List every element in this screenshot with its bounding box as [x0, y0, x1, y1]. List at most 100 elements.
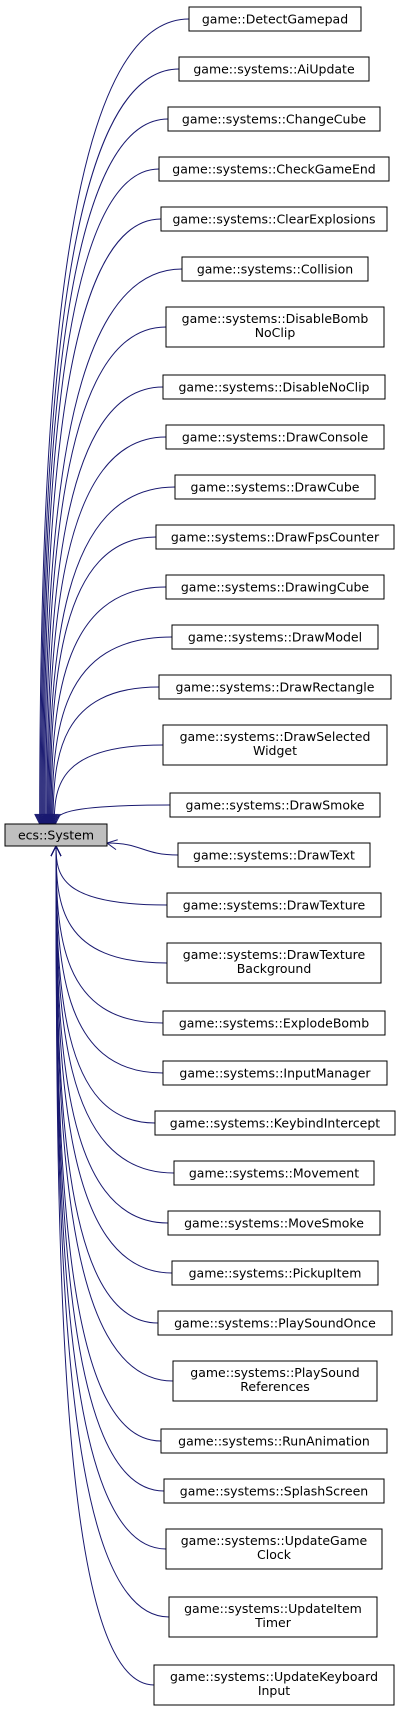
- node-draw-text[interactable]: game::systems::DrawText: [177, 842, 371, 868]
- node-draw-model[interactable]: game::systems::DrawModel: [171, 624, 379, 650]
- node-draw-fps-counter[interactable]: game::systems::DrawFpsCounter: [155, 524, 395, 550]
- node-box: [177, 842, 371, 868]
- node-box: [167, 1210, 381, 1236]
- node-label: References: [240, 1379, 309, 1394]
- node-pickup-item[interactable]: game::systems::PickupItem: [171, 1260, 379, 1286]
- node-box: [162, 1010, 386, 1036]
- node-box: [172, 1360, 378, 1402]
- root-node-box: [4, 823, 108, 847]
- node-label: game::systems::DrawCube: [191, 480, 360, 495]
- node-box: [168, 1596, 378, 1638]
- node-label: game::systems::Collision: [197, 262, 353, 277]
- node-run-animation[interactable]: game::systems::RunAnimation: [160, 1428, 388, 1454]
- edge-draw-model: [51, 636, 173, 825]
- node-label: game::systems::DrawSelected: [180, 729, 371, 744]
- node-check-game-end[interactable]: game::systems::CheckGameEnd: [158, 156, 390, 182]
- node-label: game::systems::DrawTexture: [183, 947, 366, 962]
- node-drawing-cube[interactable]: game::systems::DrawingCube: [165, 574, 385, 600]
- node-move-smoke[interactable]: game::systems::MoveSmoke: [167, 1210, 381, 1236]
- node-label: game::systems::DrawText: [193, 848, 355, 863]
- node-label: game::systems::KeybindIntercept: [170, 1116, 380, 1131]
- edge-check-game-end: [42, 168, 160, 825]
- node-box: [162, 374, 386, 400]
- node-label: game::systems::PlaySound: [190, 1365, 359, 1380]
- node-draw-console[interactable]: game::systems::DrawConsole: [165, 424, 385, 450]
- node-label: NoClip: [255, 325, 296, 340]
- node-draw-texture[interactable]: game::systems::DrawTexture: [166, 892, 382, 918]
- edge-detect-gamepad: [39, 18, 190, 825]
- node-label: game::systems::DrawFpsCounter: [171, 530, 380, 545]
- node-box: [166, 892, 382, 918]
- arrowhead-draw-text: [105, 839, 118, 851]
- node-label: game::systems::DrawSmoke: [186, 798, 365, 813]
- node-keybind-intercept[interactable]: game::systems::KeybindIntercept: [154, 1110, 396, 1136]
- node-change-cube[interactable]: game::systems::ChangeCube: [167, 106, 381, 132]
- node-label: game::systems::DrawTexture: [183, 898, 366, 913]
- node-draw-rectangle[interactable]: game::systems::DrawRectangle: [158, 674, 392, 700]
- edge-drawing-cube: [50, 586, 167, 825]
- edge-disable-bomb-noclip: [45, 326, 167, 825]
- node-box: [169, 792, 381, 818]
- edge-explode-bomb: [55, 845, 164, 1024]
- node-box: [167, 106, 381, 132]
- node-label: game::systems::UpdateGame: [181, 1533, 368, 1548]
- node-draw-smoke[interactable]: game::systems::DrawSmoke: [169, 792, 381, 818]
- node-play-sound-once[interactable]: game::systems::PlaySoundOnce: [157, 1310, 393, 1336]
- edge-move-smoke: [55, 845, 169, 1224]
- node-label: game::systems::ChangeCube: [182, 112, 366, 127]
- edge-splash-screen: [55, 845, 165, 1492]
- node-box: [171, 624, 379, 650]
- node-label: game::systems::DrawModel: [188, 630, 362, 645]
- node-input-manager[interactable]: game::systems::InputManager: [162, 1060, 388, 1086]
- node-draw-cube[interactable]: game::systems::DrawCube: [174, 474, 376, 500]
- node-box: [173, 1160, 375, 1186]
- nodes-layer: game::DetectGamepadgame::systems::AiUpda…: [153, 6, 396, 1706]
- edge-draw-texture: [55, 845, 168, 906]
- node-label: game::systems::DrawConsole: [182, 430, 369, 445]
- node-box: [174, 474, 376, 500]
- node-label: game::systems::RunAnimation: [178, 1434, 370, 1449]
- node-explode-bomb[interactable]: game::systems::ExplodeBomb: [162, 1010, 386, 1036]
- node-label: Background: [237, 961, 312, 976]
- edge-keybind-intercept: [55, 845, 156, 1124]
- node-box: [155, 524, 395, 550]
- node-box: [178, 56, 370, 82]
- node-label: game::systems::DisableBomb: [182, 311, 369, 326]
- node-box: [165, 424, 385, 450]
- node-label: game::systems::UpdateItem: [184, 1601, 362, 1616]
- node-label: game::systems::PickupItem: [189, 1266, 362, 1281]
- node-splash-screen[interactable]: game::systems::SplashScreen: [163, 1478, 385, 1504]
- edge-draw-console: [47, 436, 167, 825]
- node-movement[interactable]: game::systems::Movement: [173, 1160, 375, 1186]
- node-box: [158, 674, 392, 700]
- edge-draw-text: [106, 842, 179, 856]
- edge-draw-selected-widget: [53, 744, 164, 825]
- node-disable-noclip[interactable]: game::systems::DisableNoClip: [162, 374, 386, 400]
- node-box: [165, 574, 385, 600]
- edges-layer: [34, 18, 190, 1686]
- node-box: [162, 724, 388, 766]
- root-node-label: ecs::System: [18, 828, 94, 843]
- node-label: Input: [258, 1683, 290, 1698]
- node-ai-update[interactable]: game::systems::AiUpdate: [178, 56, 370, 82]
- node-box: [160, 206, 388, 232]
- node-box: [153, 1664, 395, 1706]
- node-collision[interactable]: game::systems::Collision: [181, 256, 369, 282]
- edge-run-animation: [55, 845, 162, 1442]
- node-label: Timer: [254, 1615, 292, 1630]
- node-clear-explosions[interactable]: game::systems::ClearExplosions: [160, 206, 388, 232]
- root-node[interactable]: ecs::System: [4, 823, 108, 847]
- node-detect-gamepad[interactable]: game::DetectGamepad: [188, 6, 362, 32]
- node-label: game::systems::AiUpdate: [193, 62, 355, 77]
- node-box: [154, 1110, 396, 1136]
- node-label: game::systems::ExplodeBomb: [179, 1016, 369, 1031]
- node-label: game::systems::DrawRectangle: [176, 680, 375, 695]
- node-box: [165, 306, 385, 348]
